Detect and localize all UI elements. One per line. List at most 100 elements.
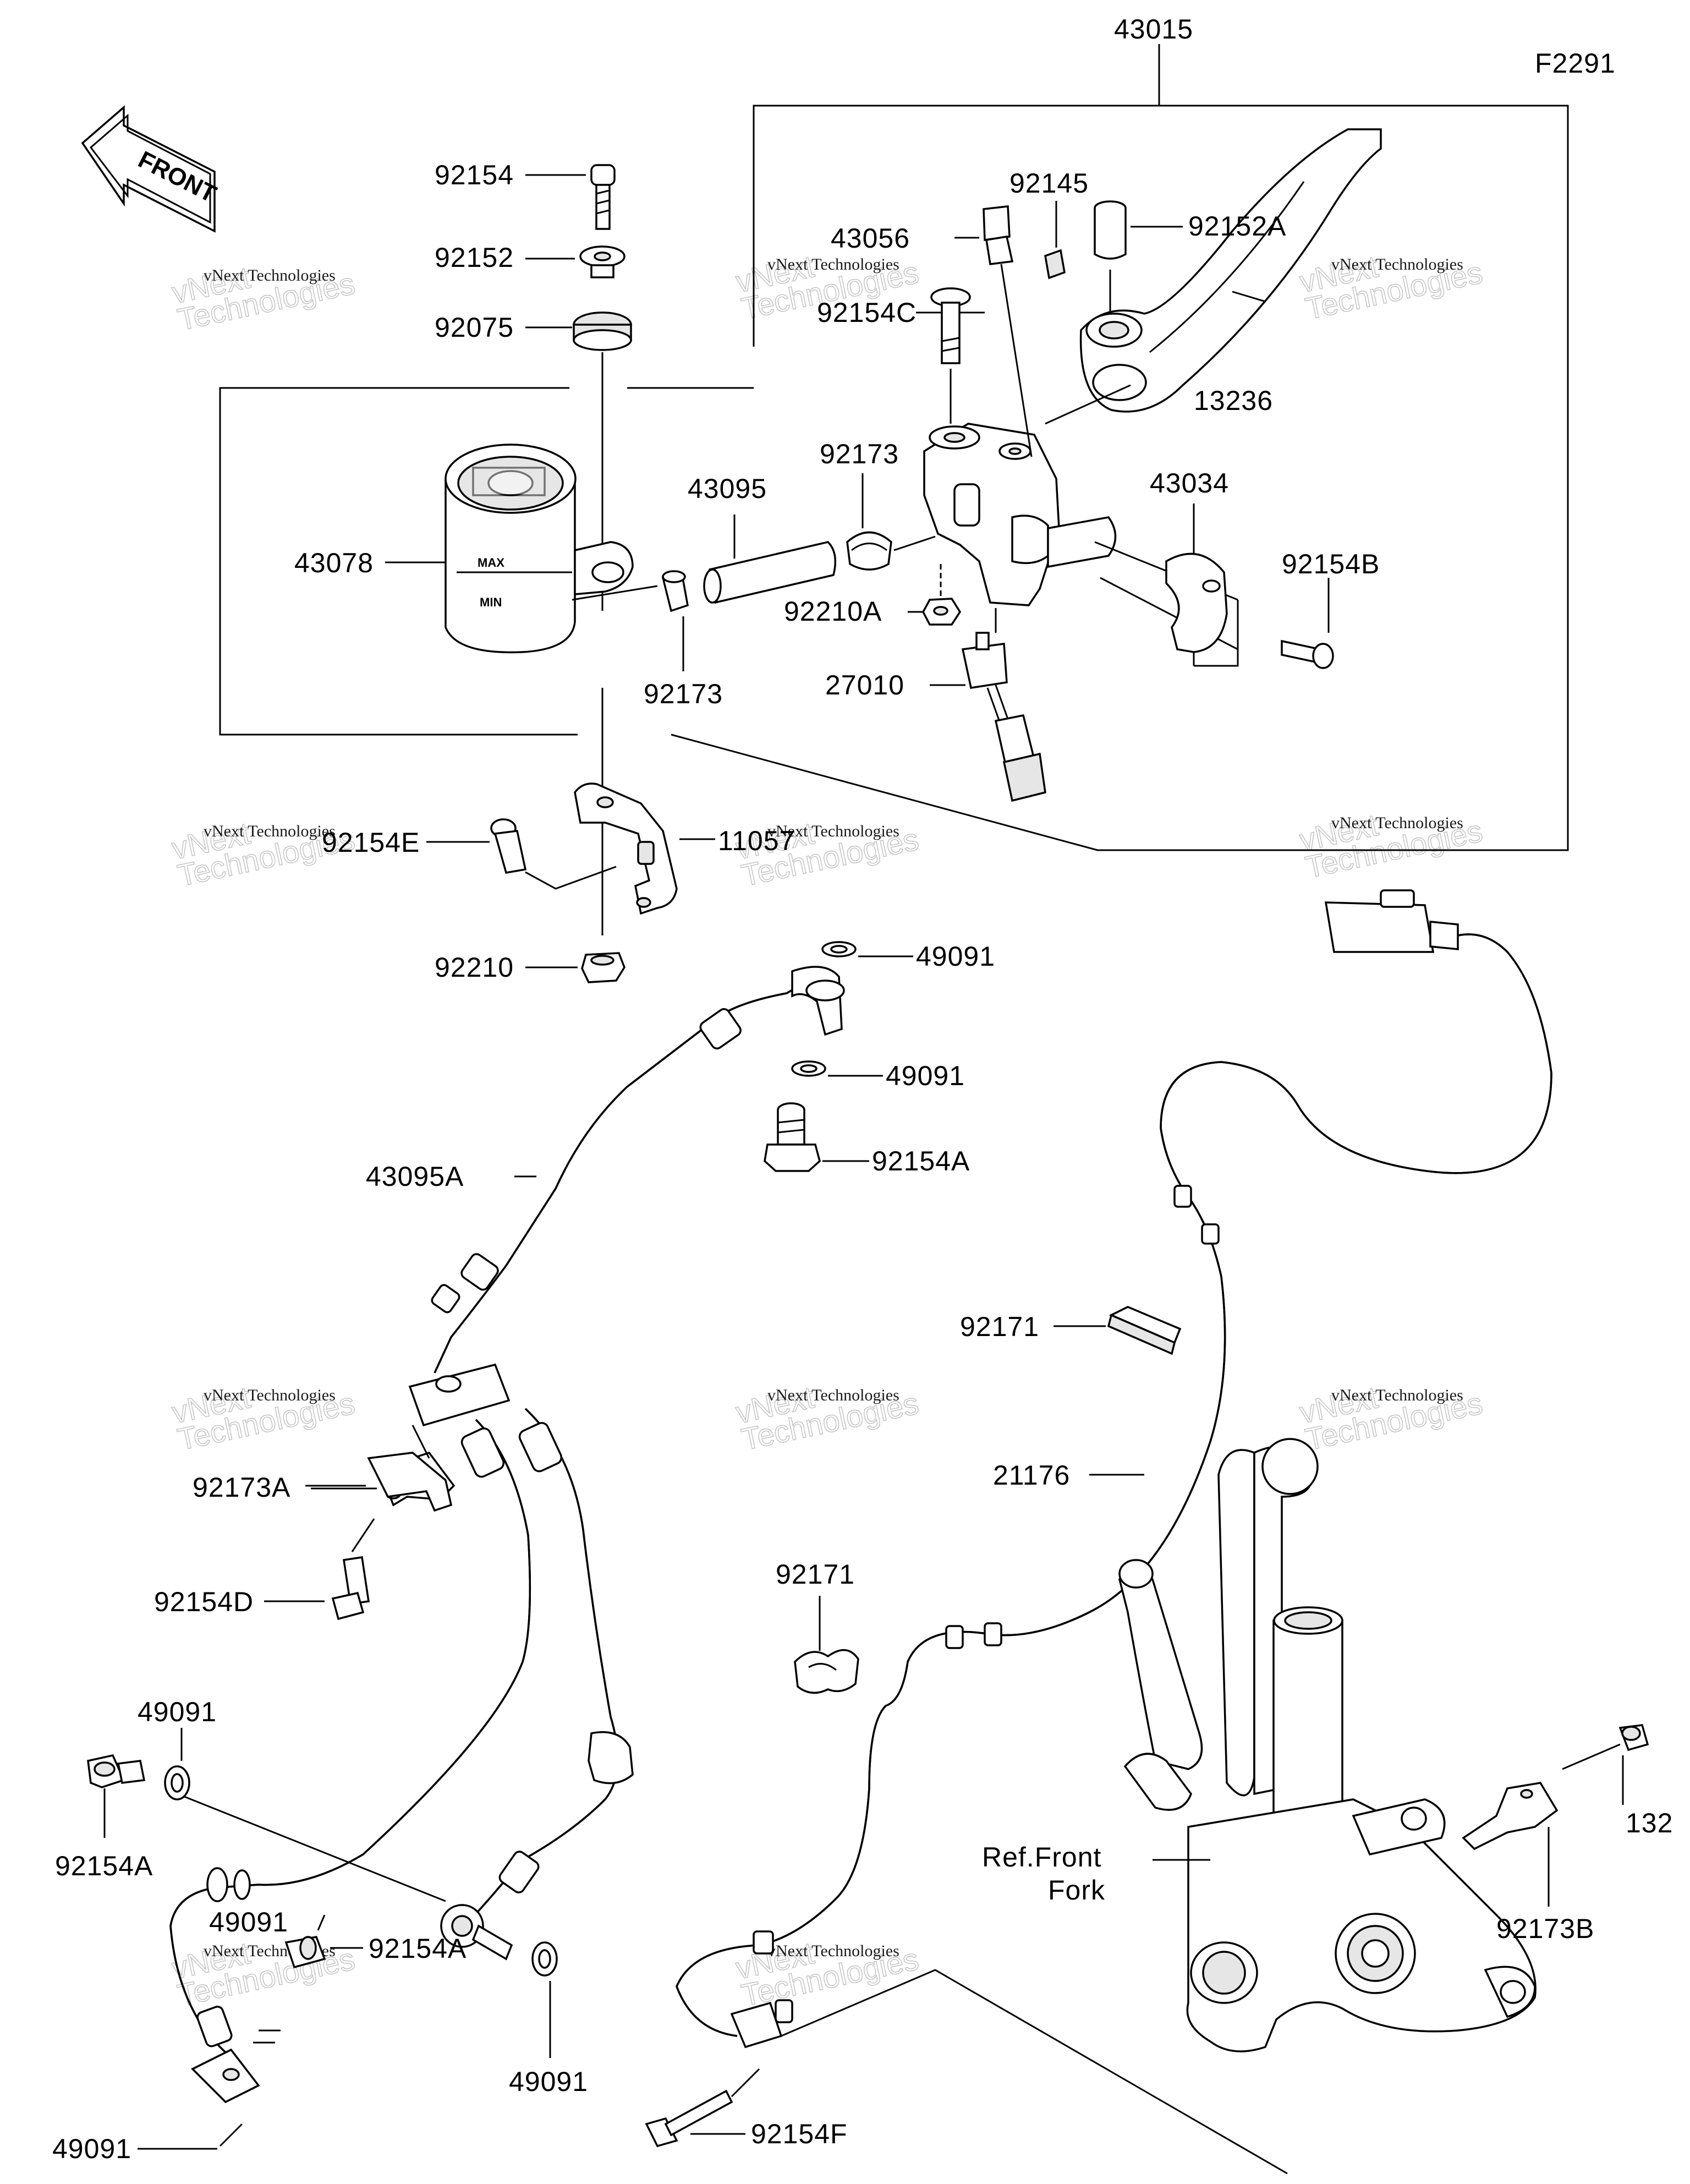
label-92154C: 92154C: [817, 297, 917, 328]
banjo-bolt-92154A: [764, 1102, 869, 1172]
watermark: vNext Technologies vNext Technologies: [168, 259, 358, 337]
svg-text:vNext Technologies: vNext Technologies: [1331, 1386, 1463, 1404]
watermark: vNext Technologies vNext Technologies: [732, 1379, 922, 1457]
label-43095A: 43095A: [366, 1161, 464, 1192]
svg-text:vNext Technologies: vNext Technologies: [767, 822, 899, 840]
label-92173-b: 92173: [644, 678, 723, 709]
svg-text:vNext Technologies: vNext Technologies: [204, 266, 336, 284]
label-92173A: 92173A: [193, 1472, 290, 1503]
figure-code: F2291: [1535, 48, 1616, 79]
label-92173-a: 92173: [820, 439, 899, 469]
svg-text:vNext Technologies: vNext Technologies: [204, 1386, 336, 1404]
pivot-bolt-92154C: [916, 287, 985, 424]
svg-text:vNext Technologies: vNext Technologies: [204, 822, 336, 840]
brake-hose-43095A: [431, 966, 845, 1373]
washer-49091-top: [821, 941, 913, 957]
watermark: vNext Technologies vNext Technologies: [1296, 248, 1486, 326]
nut-92210A: [908, 564, 962, 626]
label-21176: 21176: [993, 1460, 1070, 1491]
svg-text:vNext Technologies: vNext Technologies: [767, 255, 899, 273]
watermark: vNext Technologies vNext Technologies: [1296, 807, 1486, 885]
label-43015: 43015: [1114, 14, 1193, 45]
label-92075: 92075: [435, 312, 514, 343]
label-92154E: 92154E: [322, 827, 420, 858]
label-92173B: 92173B: [1496, 1913, 1594, 1944]
banjo-bolt-92154A-left: [87, 1754, 146, 1838]
bracket-11057: [574, 782, 715, 915]
abs-sensor-cable-21176: [676, 889, 1552, 2049]
spring-92145: [1044, 201, 1066, 280]
watermark: vNext Technologies vNext Technologies: [732, 248, 922, 326]
bolt-92154B: [1281, 578, 1334, 669]
cable-clip-92171-b: [794, 1596, 859, 1694]
nut-92210: [525, 952, 625, 983]
label-92152: 92152: [435, 242, 514, 273]
label-92154D: 92154D: [154, 1586, 254, 1617]
sensor-clip-92173B: [1462, 1782, 1559, 1907]
brake-switch-27010: [930, 608, 1046, 802]
label-49091-f: 49091: [52, 2133, 131, 2164]
label-ref-front: Ref.Front: [982, 1842, 1101, 1873]
label-132: 132: [1626, 1808, 1673, 1838]
watermark: vNext Technologies vNext Technologies: [168, 1935, 358, 2013]
label-92145: 92145: [1009, 168, 1089, 199]
label-92154F: 92154F: [751, 2119, 848, 2149]
label-ref-fork: Fork: [1048, 1875, 1105, 1906]
label-92171-b: 92171: [776, 1559, 855, 1590]
label-43078: 43078: [294, 548, 374, 578]
assembly-outline: [219, 44, 1569, 851]
label-92154A-b: 92154A: [55, 1851, 153, 1881]
hose-clamp-92173: [572, 570, 689, 671]
master-cylinder-body: [923, 423, 1238, 650]
banjo-bolt-92154A-middle: [284, 1914, 363, 1969]
bolt-92154F: [645, 2068, 760, 2148]
watermark: vNext Technologies vNext Technologies: [1296, 1379, 1486, 1457]
label-92154B: 92154B: [1282, 549, 1380, 579]
hose-clamp-92173A: [305, 1452, 453, 1512]
brake-lever-13236: [1045, 128, 1382, 425]
clamp-holder-43034: [1165, 503, 1239, 667]
collar-92152A: [1094, 200, 1183, 314]
banjo-fitting-43056: [954, 205, 1033, 457]
banjo-union: [440, 1904, 513, 1961]
cable-clip-92171-a: [1053, 1306, 1182, 1355]
label-13236: 13236: [1194, 385, 1273, 416]
svg-text:vNext Technologies: vNext Technologies: [1331, 255, 1463, 273]
label-92154A-c: 92154A: [369, 1933, 467, 1964]
label-92210A: 92210A: [784, 596, 882, 627]
label-49091-b: 49091: [886, 1060, 965, 1091]
collar-92152: [525, 245, 625, 278]
hose-clamp-92173-b: [846, 473, 936, 571]
front-arrow-icon: FRONT: [81, 105, 221, 233]
label-92152A: 92152A: [1188, 211, 1286, 242]
washer-49091-left: [164, 1728, 446, 1902]
label-92154: 92154: [435, 160, 514, 190]
label-43095: 43095: [688, 473, 767, 504]
reservoir-43078: MAX MIN: [385, 444, 634, 654]
label-92171-a: 92171: [960, 1311, 1039, 1342]
svg-text:MAX: MAX: [478, 556, 504, 570]
label-43034: 43034: [1150, 468, 1229, 499]
label-92210: 92210: [435, 952, 514, 983]
svg-text:MIN: MIN: [480, 595, 502, 609]
front-fork-reference: [781, 1438, 1537, 2175]
grommet-92075: [525, 311, 632, 351]
label-49091-d: 49091: [209, 1907, 288, 1937]
svg-text:vNext Technologies: vNext Technologies: [767, 1942, 899, 1960]
bolt-92154D: [264, 1518, 375, 1621]
hose-junction: [220, 1363, 634, 1924]
svg-text:vNext Technologies: vNext Technologies: [1331, 814, 1463, 832]
svg-text:vNext Technologies: vNext Technologies: [767, 1386, 899, 1404]
label-49091-c: 49091: [138, 1696, 217, 1727]
reservoir-hose-43095: [703, 514, 837, 604]
bolt-132: [1562, 1724, 1649, 1805]
washer-49091-mid: [791, 1060, 883, 1077]
label-43056: 43056: [831, 223, 910, 254]
bolt-92154E: [426, 818, 617, 890]
washer-49091-union: [531, 1941, 558, 2058]
watermark: vNext Technologies vNext Technologies: [168, 1379, 358, 1457]
label-11057: 11057: [718, 825, 795, 856]
label-92154A-a: 92154A: [872, 1146, 970, 1176]
label-49091-e: 49091: [509, 2066, 588, 2097]
